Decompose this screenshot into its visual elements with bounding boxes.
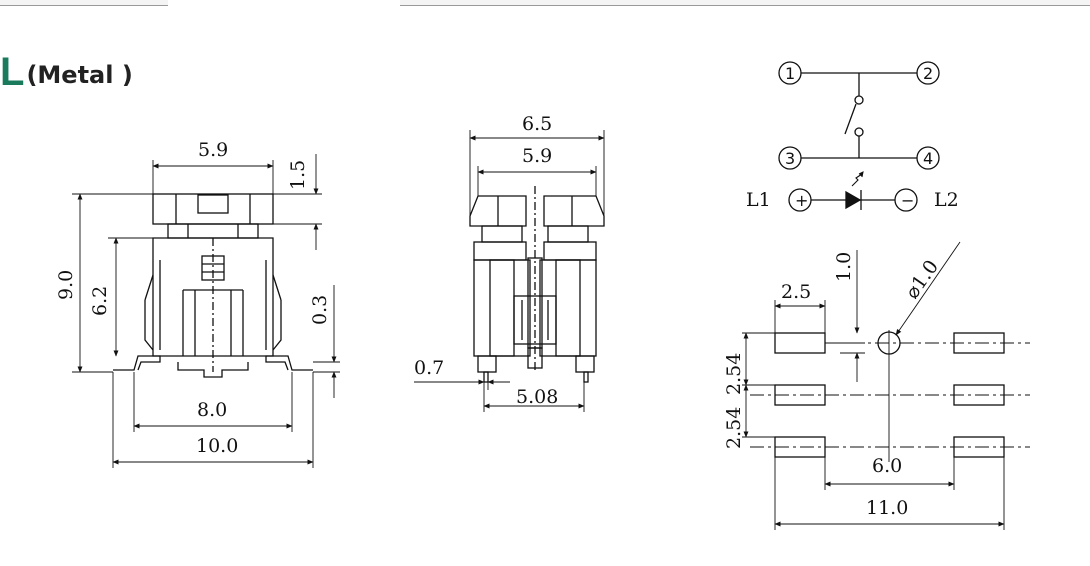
- dim-fp-pad-length: 2.5: [781, 281, 811, 303]
- footprint-dimensions: 2.5 1.0 ⌀1.0 2.54 2.54 6.0 11.0: [723, 252, 943, 519]
- led-left-label: L1: [746, 189, 771, 211]
- side-view: [414, 130, 605, 412]
- side-cap-left: [469, 195, 527, 227]
- pin-1-label: 1: [785, 64, 795, 83]
- dim-front-body-height: 6.2: [89, 286, 111, 316]
- pad-1: [774, 332, 826, 354]
- dim-fp-overall: 11.0: [866, 497, 908, 519]
- dim-front-lead-span: 8.0: [197, 399, 227, 421]
- front-cap: [152, 193, 274, 225]
- side-view-dimensions: 6.5 5.9 0.7 5.08: [414, 113, 558, 408]
- dim-fp-row-gap: 6.0: [872, 455, 902, 477]
- dim-side-inner-width: 5.9: [522, 145, 552, 167]
- side-cap-right: [543, 195, 605, 227]
- side-lead-left: [483, 371, 489, 383]
- front-lead-left: [113, 355, 161, 371]
- dim-front-total-width: 10.0: [196, 435, 238, 457]
- front-cap-window: [197, 194, 229, 214]
- schematic: [778, 61, 940, 212]
- schematic-labels: 1 2 3 4 + − L1 L2: [746, 64, 959, 211]
- minus-symbol: −: [901, 191, 914, 210]
- series-title: (Metal ): [26, 61, 133, 89]
- dim-fp-offset: 1.0: [833, 252, 855, 282]
- pin-2-label: 2: [923, 64, 933, 83]
- plus-symbol: +: [795, 191, 808, 210]
- dim-fp-pitch-top: 2.54: [723, 353, 745, 395]
- dim-front-top-width: 5.9: [198, 139, 228, 161]
- tab-right[interactable]: [400, 0, 1090, 6]
- front-view-dimensions: 5.9 1.5 9.0 6.2 0.3 8.0 10.0: [55, 139, 331, 457]
- pin-4-label: 4: [923, 149, 933, 168]
- switch-contact: [844, 103, 857, 135]
- dim-fp-pitch-bottom: 2.54: [723, 407, 745, 449]
- led-right-label: L2: [934, 189, 959, 211]
- side-lead-right: [583, 371, 589, 383]
- pin-3-label: 3: [785, 149, 795, 168]
- front-lead-right: [265, 355, 313, 371]
- dim-side-pin-pitch: 5.08: [516, 386, 558, 408]
- led-diode-icon: [845, 190, 862, 210]
- dim-front-total-height: 9.0: [55, 270, 77, 300]
- dim-front-cap-height: 1.5: [287, 160, 309, 190]
- dim-side-lead-thickness: 0.7: [414, 357, 444, 379]
- section-title: L (Metal ): [0, 50, 133, 94]
- dim-front-lead-height: 0.3: [309, 295, 331, 325]
- window-tab-strip: [0, 0, 1090, 6]
- front-view: [72, 154, 340, 468]
- dim-fp-hole: ⌀1.0: [901, 256, 943, 303]
- dim-side-outer-width: 6.5: [522, 113, 552, 135]
- series-badge: L: [0, 50, 25, 94]
- footprint: [742, 241, 1030, 530]
- tab-left[interactable]: [0, 0, 168, 6]
